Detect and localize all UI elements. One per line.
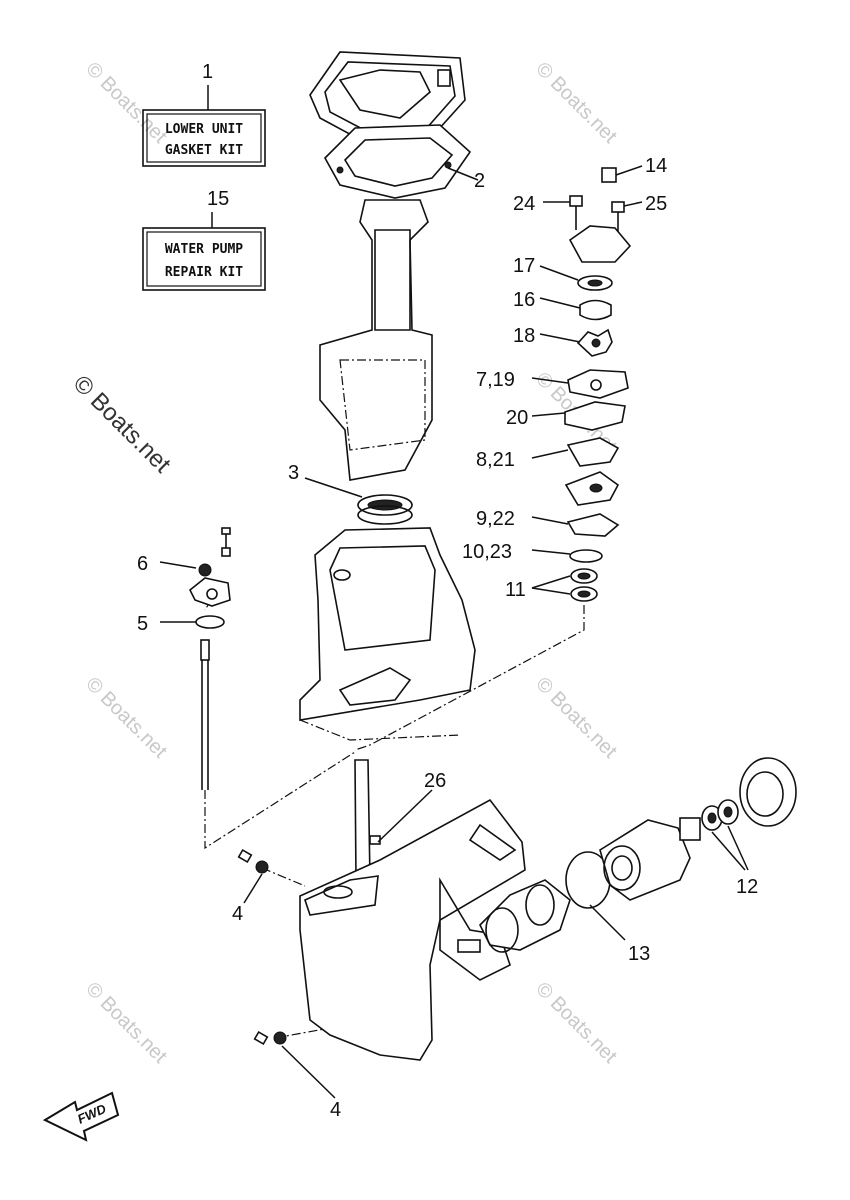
kit-label-line1: LOWER UNIT: [165, 122, 243, 137]
callout-13: 13: [628, 943, 650, 965]
kit-label-line2: REPAIR KIT: [165, 265, 243, 280]
callout-14: 14: [645, 155, 667, 177]
callout-4: 4: [232, 903, 243, 925]
upper-casing: [319, 199, 433, 481]
callout-6: 6: [137, 553, 148, 575]
gearcase: [299, 759, 526, 1061]
watermark: © Boats.net: [81, 978, 171, 1068]
gasket-2: [324, 124, 479, 199]
fwd-arrow-icon: FWD: [42, 1091, 120, 1142]
callout-4: 4: [330, 1099, 341, 1121]
kit-box-lower-unit: 1 LOWER UNIT GASKET KIT: [142, 61, 266, 167]
callout-labels: 2 3 4 4 5 6 7,19 8,21 9,22 10,23 11 12 1…: [137, 155, 758, 1121]
callout-10-23: 10,23: [462, 541, 512, 563]
callout-20: 20: [506, 407, 528, 429]
callout-1: 1: [202, 61, 213, 83]
callout-8-21: 8,21: [476, 449, 515, 471]
callout-24: 24: [513, 193, 535, 215]
callout-5: 5: [137, 613, 148, 635]
shift-rod-assembly: [188, 527, 231, 790]
watermark: © Boats.net: [81, 673, 171, 763]
callout-25: 25: [645, 193, 667, 215]
leader-lines: [159, 165, 643, 843]
callout-15: 15: [207, 188, 229, 210]
water-pump-assembly: [564, 167, 632, 602]
callout-7-19: 7,19: [476, 369, 515, 391]
callout-26: 26: [424, 770, 446, 792]
callout-17: 17: [513, 255, 535, 277]
watermark: © Boats.net: [531, 978, 621, 1068]
callout-11: 11: [505, 579, 526, 601]
bolt-4-lower: [253, 1030, 336, 1099]
callout-18: 18: [513, 325, 535, 347]
callout-2: 2: [474, 170, 485, 192]
watermark: © Boats.net: [81, 58, 171, 148]
callout-12: 12: [736, 876, 758, 898]
seal-3: [304, 477, 413, 525]
callout-3: 3: [288, 462, 299, 484]
kit-box-water-pump: 15 WATER PUMP REPAIR KIT: [142, 188, 266, 291]
bolt-4-upper: [237, 848, 269, 904]
watermark: © Boats.net: [531, 673, 621, 763]
lower-casing: [299, 527, 476, 721]
watermark-main: © Boats.net: [68, 370, 176, 478]
callout-9-22: 9,22: [476, 508, 515, 530]
kit-label-line2: GASKET KIT: [165, 143, 243, 158]
propeller-shaft-parts: [457, 757, 797, 953]
watermark: © Boats.net: [531, 58, 621, 148]
kit-label-line1: WATER PUMP: [165, 242, 243, 257]
callout-16: 16: [513, 289, 535, 311]
